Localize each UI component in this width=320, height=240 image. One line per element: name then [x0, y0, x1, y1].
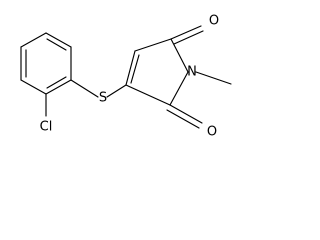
- structure-diagram: Cl S N O O: [20, 14, 232, 140]
- atom-oxygen-bottom-label: O: [207, 125, 217, 140]
- bond-aryl-3: [45, 79, 72, 95]
- bond-carbonyl-top-1: [170, 25, 202, 40]
- bond-carbonyl-bottom-1: [169, 104, 203, 124]
- atom-chlorine-label: Cl: [40, 120, 53, 135]
- bond-ring-top: [134, 38, 172, 52]
- bond-n-methyl: [195, 71, 232, 85]
- bond-ring-bottom-left: [125, 84, 171, 106]
- atom-nitrogen-label: N: [187, 65, 197, 80]
- bond-aryl-inner-1: [46, 38, 67, 51]
- bond-ring-bottom-right: [169, 71, 189, 106]
- bond-aryl-4: [20, 79, 47, 95]
- molecule-canvas: Cl S N O O: [20, 13, 232, 140]
- bond-aryl-inner-2: [46, 76, 67, 89]
- bond-aryl-sulfur: [70, 79, 99, 98]
- atom-oxygen-top-label: O: [209, 14, 219, 29]
- bond-sulfur-ring: [106, 84, 127, 98]
- bond-carbonyl-bottom-2: [166, 109, 200, 129]
- bond-aryl-6: [20, 32, 47, 48]
- bond-ring-top-left-double: [130, 54, 140, 84]
- atom-sulfur-label: S: [99, 91, 107, 106]
- bond-ring-top-left: [125, 50, 136, 86]
- bond-carbonyl-top-2: [173, 30, 204, 45]
- bond-aryl-1: [45, 32, 72, 48]
